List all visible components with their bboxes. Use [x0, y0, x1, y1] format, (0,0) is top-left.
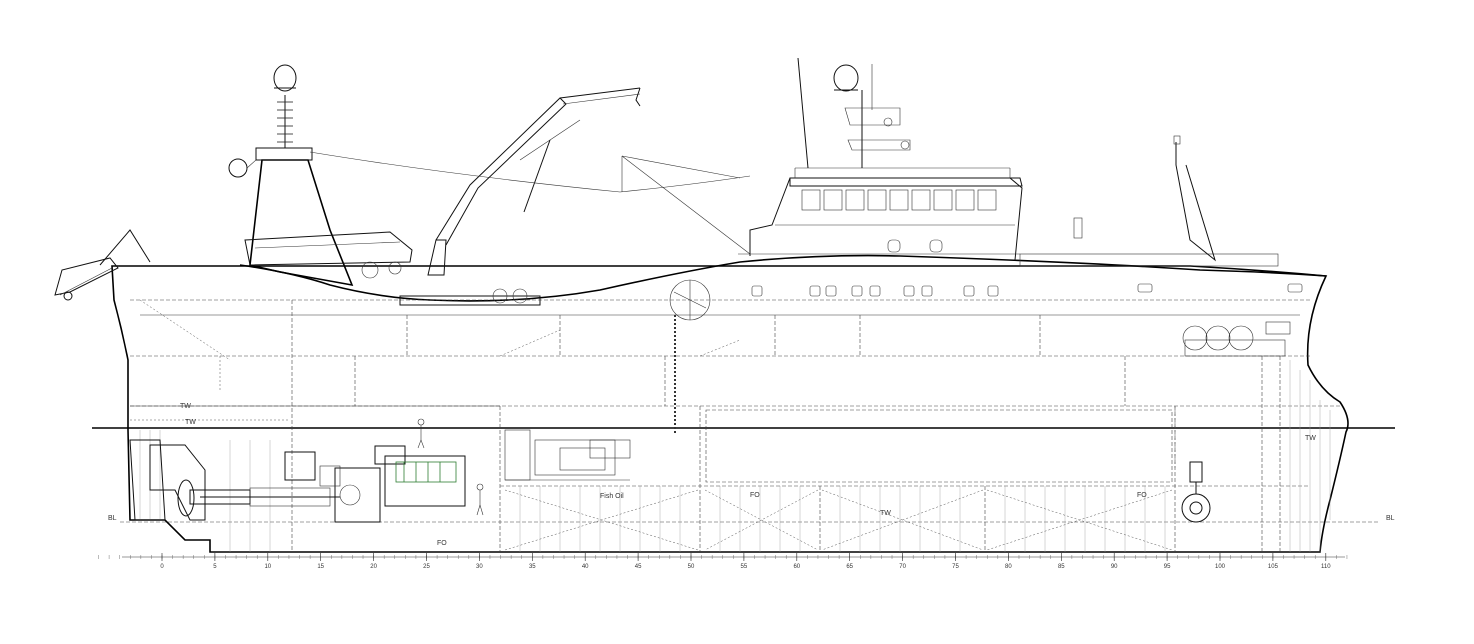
main-deck-curve [239, 254, 1327, 302]
frame-tick-label: 5 [213, 564, 217, 570]
funnel-top [255, 147, 313, 161]
frame-tick-label: 30 [476, 564, 483, 570]
frame-tick-label: 75 [952, 564, 959, 570]
crane-jib [559, 87, 641, 99]
crane-pedestal [427, 239, 447, 276]
frame-tick-label: 50 [688, 564, 695, 570]
label-fo: FO [750, 492, 760, 499]
trawl-deck-house [244, 231, 413, 266]
deck-railing-fwd [1019, 253, 1279, 267]
deck-winches [399, 295, 541, 306]
frame-tick-label: 55 [741, 564, 748, 570]
gantry-block [228, 158, 248, 178]
radome-aft [273, 64, 297, 92]
crane-boom [435, 97, 567, 246]
label-tw: TW [1305, 435, 1316, 442]
tank-diagonals [504, 489, 1173, 551]
label-fo: FO [1137, 492, 1147, 499]
wheelhouse [789, 177, 1023, 187]
frame-tick-label: 45 [635, 564, 642, 570]
bridge-windows [801, 189, 997, 211]
whip-antenna [797, 57, 809, 169]
frame-tick-label: 15 [317, 564, 324, 570]
aft-gantry [99, 229, 151, 266]
frame-scale: 0 5 10 15 20 25 30 35 40 45 50 55 60 65 70 75 80 85 90 95 10… [98, 553, 1348, 570]
frame-tick-label: 20 [370, 564, 377, 570]
fish-hold [705, 409, 1173, 483]
frame-tick-label: 40 [582, 564, 589, 570]
frame-tick-label: 80 [1005, 564, 1012, 570]
label-tw: TW [185, 419, 196, 426]
rigging-wire [309, 151, 751, 193]
frame-tick-label: 110 [1321, 564, 1331, 570]
rigging-wire [621, 155, 751, 255]
piping [499, 329, 1176, 470]
label-baseline: BL [1386, 515, 1395, 522]
aft-mast-steps [277, 101, 293, 143]
bulkheads [291, 300, 1281, 552]
frame-tick-label: 90 [1111, 564, 1118, 570]
frame-tick-label: 10 [264, 564, 271, 570]
fwd-winches [1182, 321, 1291, 357]
portholes [887, 239, 943, 253]
frame-tick-label: 65 [846, 564, 853, 570]
frame-tick-label: 70 [899, 564, 906, 570]
frame-tick-label: 25 [423, 564, 430, 570]
label-fish-oil: Fish Oil [600, 493, 624, 500]
fish-factory-machinery [504, 429, 631, 481]
hull-portholes [751, 283, 1303, 297]
frame-tick-label: 105 [1268, 564, 1279, 570]
main-engine [284, 445, 466, 523]
frame-tick-label: 95 [1164, 564, 1171, 570]
radome-fwd [833, 64, 859, 92]
hull-outline [111, 265, 1349, 553]
stern-ramp [54, 257, 119, 296]
frame-tick-label: 0 [160, 564, 164, 570]
label-tw: TW [180, 403, 191, 410]
label-baseline: BL [108, 515, 117, 522]
frame-tick-label: 100 [1215, 564, 1226, 570]
engineer-figure [417, 418, 484, 516]
propulsion-shafting [149, 444, 340, 521]
frame-tick-label: 60 [793, 564, 800, 570]
mast-platform [844, 107, 901, 126]
frame-tick-label: 85 [1058, 564, 1065, 570]
label-tw: TW [880, 510, 891, 517]
piping [130, 299, 290, 421]
crane-hook [635, 87, 641, 107]
frame-tick-label: 35 [529, 564, 536, 570]
label-fo: FO [437, 540, 447, 547]
bow-thruster [1181, 461, 1211, 523]
rudder [129, 439, 166, 521]
winch-drums [361, 261, 528, 304]
double-bottom-frames [139, 360, 1331, 552]
foremast [1175, 142, 1216, 262]
